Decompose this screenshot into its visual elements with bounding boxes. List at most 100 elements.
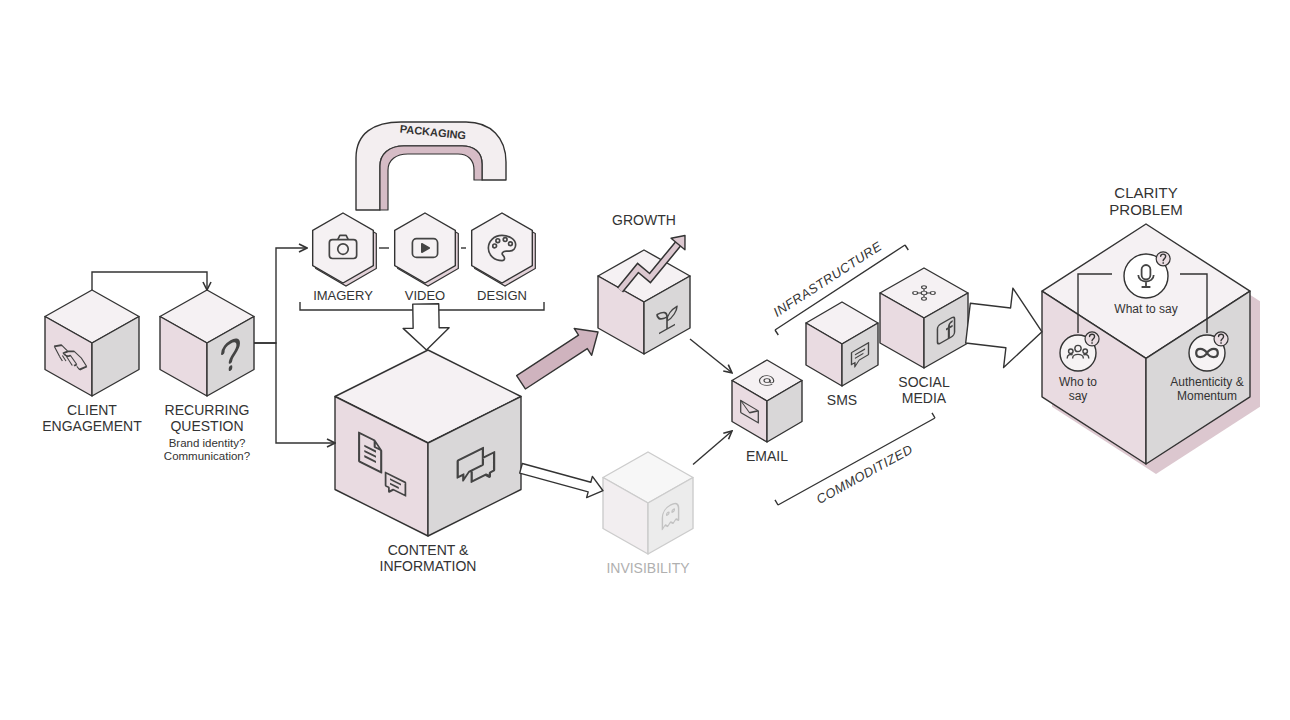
node-shape [466, 213, 538, 287]
mic-icon-part [1142, 265, 1151, 279]
circle-node: What to say [1112, 252, 1180, 317]
face-icon [741, 400, 759, 422]
bracket-label: COMMODITIZED [814, 442, 916, 507]
cube-left-face [45, 317, 92, 397]
people-icon-part [1083, 349, 1088, 354]
label-slot: Authenticity & Momentum [1170, 333, 1244, 404]
label-slot: What to say [1112, 252, 1180, 317]
block-arrow [517, 328, 598, 389]
net-icon-part [913, 291, 918, 294]
at-icon-part [760, 376, 774, 386]
block-arrow [520, 464, 603, 498]
face-icon [458, 442, 494, 492]
label-slot: IMAGERY [307, 213, 379, 304]
label-slot: EMAIL [727, 448, 807, 464]
arch-inner-face [380, 146, 482, 210]
mic-icon-part [1138, 275, 1153, 287]
node-shape [880, 268, 968, 368]
fb-icon-part [937, 316, 954, 345]
label-slot: VIDEO [389, 213, 461, 304]
camera-icon-part [329, 240, 356, 259]
at-icon-part [764, 379, 770, 383]
cube-right-face [207, 317, 254, 397]
inf-icon-part [1196, 349, 1218, 357]
label-slot: CONTENT & INFORMATION [343, 542, 513, 574]
net-icon-part [922, 297, 927, 300]
face-icon [223, 338, 238, 374]
sprout-icon-part [657, 303, 677, 334]
qbadge-icon-part [1219, 334, 1224, 343]
trend-arrow-fill [620, 244, 678, 290]
node-label: What to say [1112, 303, 1180, 317]
trend-arrow-head [671, 236, 685, 250]
cube-right-face [644, 276, 690, 354]
node-shape [1042, 224, 1250, 464]
hex-node: DESIGN [466, 213, 538, 304]
palette-icon-part [493, 244, 497, 248]
camera-icon-part [338, 244, 349, 255]
node-label: RECURRING QUESTION [151, 402, 263, 434]
people-icon-part [1067, 354, 1072, 358]
face-icon [54, 340, 86, 374]
cube-left-face [806, 323, 842, 386]
node-shape [1048, 333, 1108, 373]
node-subtitle: Brand identity? Communication? [151, 437, 263, 463]
cube-right-face [767, 381, 802, 443]
palette-icon-part [503, 238, 507, 242]
node-label: INVISIBILITY [588, 560, 708, 576]
face-icon [657, 303, 677, 334]
cube-node: SOCIAL MEDIA [880, 268, 968, 368]
cube-right-face [648, 478, 693, 555]
cube-left-face [880, 293, 924, 368]
commoditized-bracket [775, 413, 935, 505]
node-label: GROWTH [589, 212, 699, 228]
label-slot: SMS [802, 392, 882, 408]
people-icon-part [1083, 354, 1088, 358]
node-shape [335, 350, 521, 536]
cube-node: GROWTH [598, 250, 690, 354]
circle-icon [1196, 349, 1218, 357]
label-slot: GROWTH [589, 212, 699, 228]
label-slot: PACKAGING [394, 122, 473, 143]
label-slot: DESIGN [466, 213, 538, 304]
handshake-icon-part [54, 340, 86, 374]
face-icon [359, 433, 381, 473]
cube-node: CLARITY PROBLEMWhat to sayWho to sayAuth… [1042, 224, 1250, 464]
ghost-icon-part [662, 500, 678, 529]
node-label: Who to say [1048, 376, 1108, 404]
qbadge-icon-part [1161, 254, 1166, 263]
palette-icon-part [509, 242, 513, 246]
net-icon-part [921, 291, 927, 295]
node-label: CONTENT & INFORMATION [343, 542, 513, 574]
ghost-icon-part [667, 512, 669, 516]
face-icon [852, 343, 869, 369]
question-badge [1156, 252, 1170, 266]
node-label: IMAGERY [307, 289, 379, 304]
circle-icon [1138, 265, 1153, 287]
cube-node: CLIENT ENGAGEMENT [45, 290, 139, 396]
connector-line [693, 431, 732, 464]
speech-icon-part [386, 473, 406, 501]
node-label: PACKAGING [394, 122, 473, 143]
cube-right-face [92, 317, 139, 397]
node-shape [389, 213, 461, 287]
node-shape [603, 452, 693, 554]
cube-left-face [603, 478, 648, 555]
hex-badge [395, 213, 456, 283]
connector-line [92, 272, 207, 290]
people-icon-part [1073, 354, 1084, 358]
question-badge [1085, 332, 1099, 346]
circle-node: Authenticity & Momentum [1170, 333, 1244, 404]
people-icon-part [1075, 345, 1081, 351]
connector-line [690, 339, 732, 373]
chat-icon-part [458, 442, 494, 492]
cube-right-face [924, 293, 968, 368]
hex-node: VIDEO [389, 213, 461, 304]
cube-node: CONTENT & INFORMATION [335, 350, 521, 536]
node-shape [1170, 333, 1244, 373]
circle-icon [1067, 345, 1089, 358]
palette-icon-part [488, 235, 515, 260]
face-icon [937, 316, 954, 345]
